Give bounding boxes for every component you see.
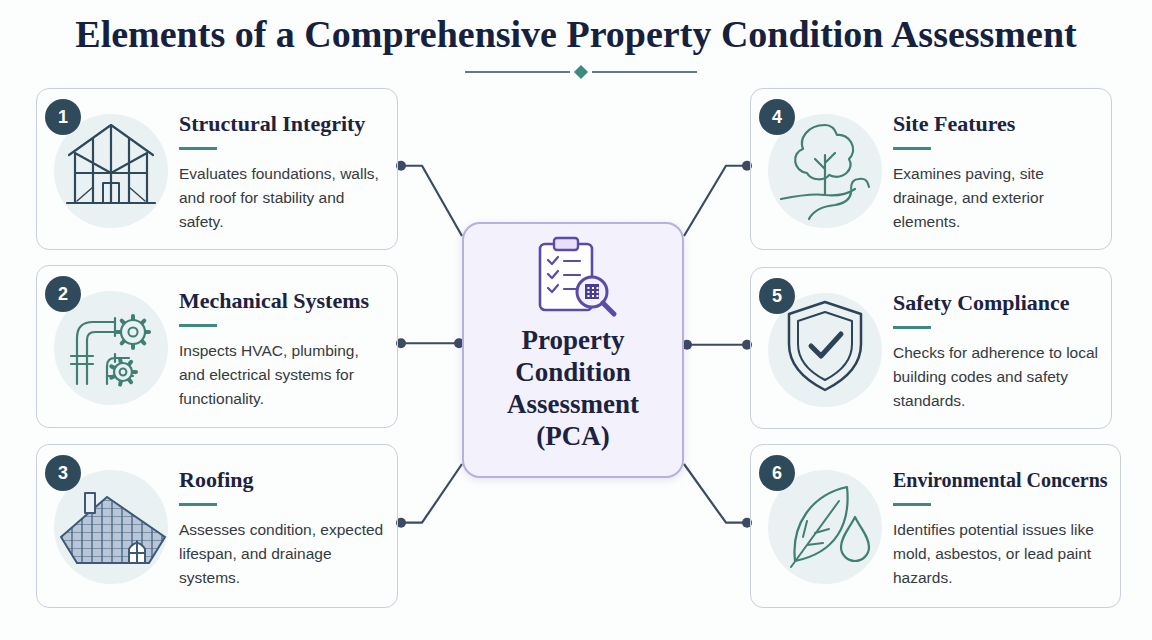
chimney (85, 493, 95, 513)
element-card: Structural IntegrityEvaluates foundation… (36, 88, 398, 250)
card-title: Safety Compliance (893, 288, 1070, 318)
element-card: Mechanical SystemsInspects HVAC, plumbin… (36, 265, 398, 428)
check-mark (548, 257, 558, 264)
callout-number: 1 (58, 107, 68, 128)
shield-icon (789, 302, 861, 390)
building-window (592, 291, 594, 293)
list-line (564, 260, 580, 262)
title-rule (592, 71, 697, 73)
check-mark (548, 271, 558, 278)
building-window (597, 295, 599, 297)
callout-number: 4 (772, 107, 782, 128)
list-line (564, 274, 580, 276)
clipboard-icon (464, 224, 682, 324)
magnifier-handle (603, 303, 614, 314)
clip (554, 238, 578, 250)
number-badge: 3 (45, 455, 81, 491)
connector-line (398, 342, 462, 344)
building-window (592, 295, 594, 297)
leaf-icon (791, 487, 869, 567)
gear-hub (128, 327, 137, 336)
connector-line (684, 464, 750, 523)
mech-icon (71, 316, 149, 385)
number-badge: 2 (45, 276, 81, 312)
gear-hub (120, 369, 127, 376)
check-mark (548, 285, 558, 292)
title-underline (893, 503, 931, 506)
title-underline (179, 147, 217, 150)
title-text: Elements of a Comprehensive Property Con… (75, 13, 1076, 55)
building-window (597, 287, 599, 289)
central-title: Property Condition Assessment (PCA) (473, 324, 673, 452)
building-window (588, 295, 590, 297)
card-title: Mechanical Systems (179, 286, 369, 316)
element-card: Environmental ConcernsIdentifies potenti… (750, 444, 1121, 608)
card-description: Examines paving, site drainage, and exte… (893, 162, 1099, 234)
roof-icon (61, 493, 165, 563)
connector-line (398, 166, 462, 236)
card-title: Structural Integrity (179, 109, 365, 139)
element-card: Safety ComplianceChecks for adherence to… (750, 267, 1112, 429)
title-rule (465, 71, 570, 73)
path-curve (781, 189, 855, 219)
gear (114, 363, 132, 381)
card-title: Site Features (893, 109, 1015, 139)
card-title: Roofing (179, 465, 254, 495)
building (585, 284, 599, 299)
number-badge: 5 (759, 278, 795, 314)
number-badge: 1 (45, 99, 81, 135)
element-card: RoofingAssesses condition, expected life… (36, 444, 398, 608)
roof-shingles (61, 497, 165, 563)
number-badge: 4 (759, 99, 795, 135)
number-badge: 6 (759, 455, 795, 491)
card-description: Identifies potential issues like mold, a… (893, 518, 1108, 590)
water-drop (841, 517, 869, 561)
leaf-veins (791, 501, 839, 567)
building-window (588, 287, 590, 289)
title-underline (179, 324, 217, 327)
diagram-title: Elements of a Comprehensive Property Con… (0, 12, 1152, 56)
element-card: Site FeaturesExamines paving, site drain… (750, 88, 1112, 250)
callout-number: 2 (58, 284, 68, 305)
card-description: Evaluates foundations, walls, and roof f… (179, 162, 385, 234)
tree-icon (781, 125, 869, 219)
building-window (592, 287, 594, 289)
frame-lines (67, 125, 155, 203)
check-mark (811, 334, 841, 356)
door (103, 183, 119, 203)
building-window (588, 291, 590, 293)
shield-inner (798, 312, 852, 380)
title-underline (893, 326, 931, 329)
card-description: Checks for adherence to local building c… (893, 341, 1099, 413)
callout-number: 5 (772, 286, 782, 307)
building-window (597, 291, 599, 293)
connector-line (684, 166, 750, 236)
frame-icon (67, 125, 155, 203)
title-underline (179, 503, 217, 506)
gear (121, 320, 145, 344)
title-underline (893, 147, 931, 150)
callout-number: 6 (772, 463, 782, 484)
card-description: Assesses condition, expected lifespan, a… (179, 518, 385, 590)
title-diamond (574, 65, 588, 79)
card-title: Environmental Concerns (893, 465, 1108, 495)
bush (851, 179, 869, 189)
connector-line (398, 464, 462, 523)
connector-line (684, 344, 750, 346)
tree-trunk (815, 153, 835, 195)
shield-outer (789, 302, 861, 390)
callout-number: 3 (58, 463, 68, 484)
central-box: Property Condition Assessment (PCA) (462, 222, 684, 478)
card-description: Inspects HVAC, plumbing, and electrical … (179, 339, 385, 411)
brace (77, 187, 145, 201)
window (129, 541, 145, 563)
